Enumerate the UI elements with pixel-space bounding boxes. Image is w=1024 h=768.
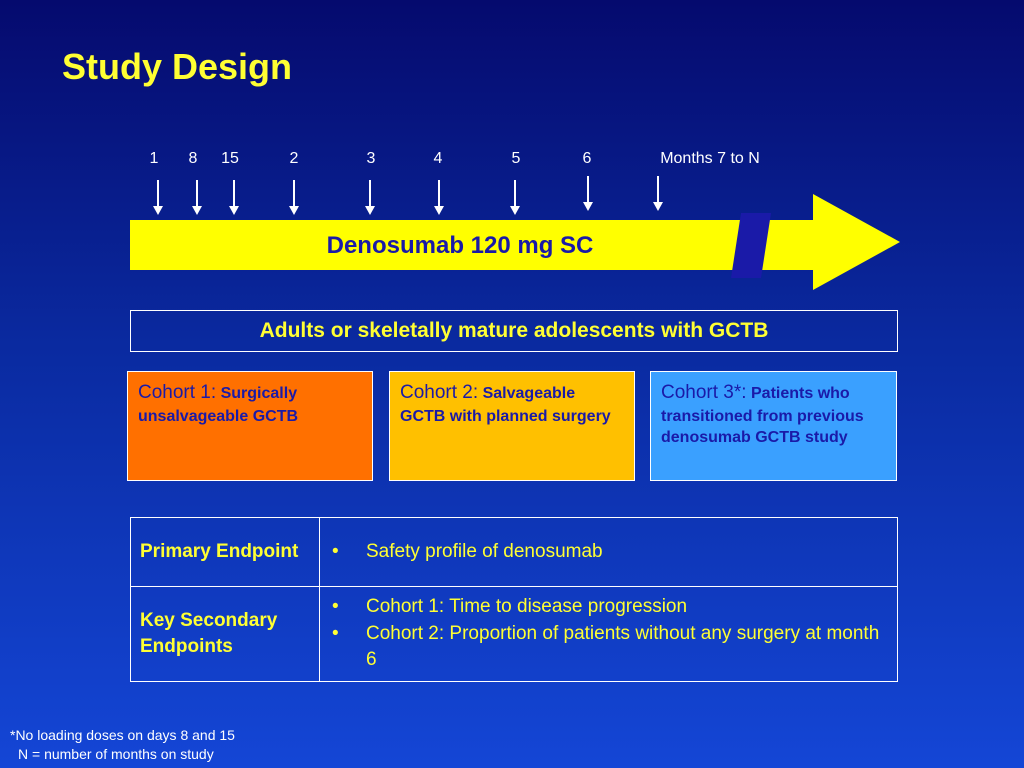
timeline-arrow: [130, 190, 905, 300]
timeline-tick-label: 6: [582, 150, 592, 167]
cohort-1-box: Cohort 1: Surgically unsalvageable GCTB: [127, 371, 373, 481]
cohort-description: Patients who transitioned from previous …: [661, 385, 864, 447]
secondary-endpoints-list: Cohort 1: Time to disease progression Co…: [328, 594, 887, 674]
timeline-break-mark: [731, 213, 771, 278]
timeline-tick-label: 2: [289, 150, 299, 167]
secondary-endpoints-cell: Cohort 1: Time to disease progression Co…: [319, 586, 898, 682]
primary-endpoint-label: Primary Endpoint: [130, 517, 320, 587]
cohort-description: Salvageable GCTB with planned surgery: [400, 385, 611, 425]
primary-endpoint-cell: Safety profile of denosumab: [319, 517, 898, 587]
cohort-heading: Cohort 1:: [138, 382, 217, 403]
list-item: Cohort 1: Time to disease progression: [328, 594, 887, 621]
down-arrow-icon: [509, 180, 521, 216]
down-arrow-icon: [582, 176, 594, 216]
timeline-tick-label: 3: [366, 150, 376, 167]
population-box: Adults or skeletally mature adolescents …: [130, 310, 898, 352]
down-arrow-icon: [652, 176, 664, 216]
timeline-tick-label: 5: [511, 150, 521, 167]
cohort-description: Surgically unsalvageable GCTB: [138, 385, 299, 425]
timeline-bar-label: Denosumab 120 mg SC: [326, 232, 594, 259]
down-arrow-icon: [433, 180, 445, 216]
down-arrow-icon: [228, 180, 240, 216]
timeline-tick-label: 1: [149, 150, 159, 167]
cohort-heading: Cohort 2:: [400, 382, 479, 403]
primary-endpoint-list: Safety profile of denosumab: [328, 539, 887, 566]
down-arrow-icon: [364, 180, 376, 216]
table-row: Primary Endpoint Safety profile of denos…: [130, 517, 898, 587]
cohort-2-box: Cohort 2: Salvageable GCTB with planned …: [389, 371, 635, 481]
list-item: Safety profile of denosumab: [328, 539, 887, 566]
timeline-tick-label: 8: [188, 150, 198, 167]
footnote: *No loading doses on days 8 and 15: [10, 727, 235, 743]
timeline-arrow-shape: [130, 194, 900, 290]
endpoints-table: Primary Endpoint Safety profile of denos…: [130, 517, 898, 682]
down-arrow-icon: [288, 180, 300, 216]
timeline-tick-label: 15: [221, 150, 239, 167]
timeline-tick-label: Months 7 to N: [660, 150, 760, 167]
page-title: Study Design: [62, 46, 293, 87]
down-arrow-icon: [191, 180, 203, 216]
cohort-heading: Cohort 3*:: [661, 382, 747, 403]
down-arrow-icon: [152, 180, 164, 216]
secondary-endpoints-label: Key Secondary Endpoints: [130, 586, 320, 682]
footnote: N = number of months on study: [18, 746, 214, 762]
cohort-3-box: Cohort 3*: Patients who transitioned fro…: [650, 371, 897, 481]
table-row: Key Secondary Endpoints Cohort 1: Time t…: [130, 586, 898, 682]
timeline-tick-label: 4: [433, 150, 443, 167]
list-item: Cohort 2: Proportion of patients without…: [328, 621, 887, 674]
